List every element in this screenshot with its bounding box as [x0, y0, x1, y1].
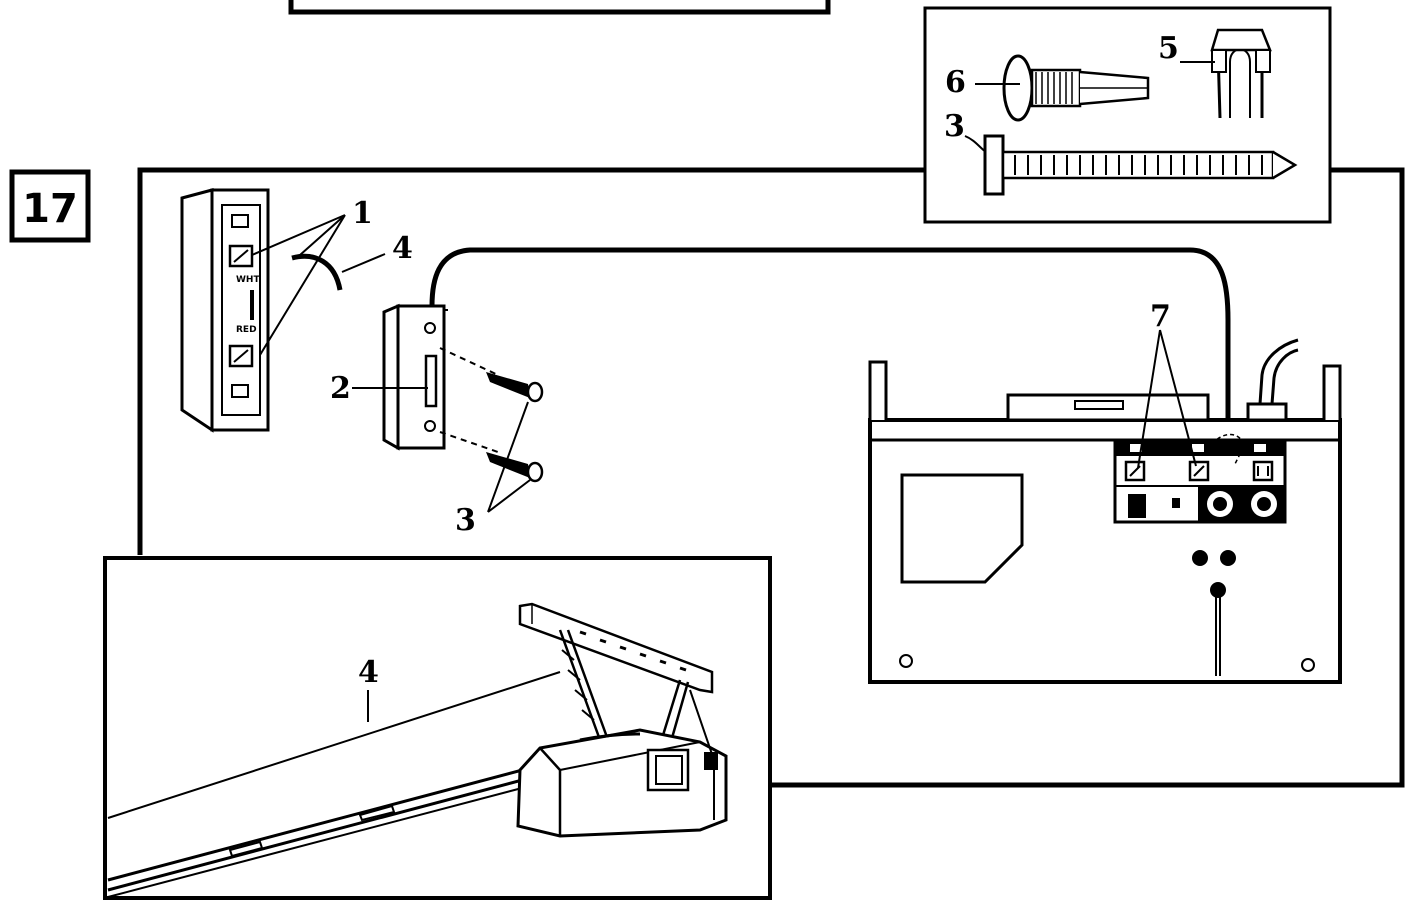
wht-label: WHT: [236, 275, 260, 285]
callout-1-leaders: [251, 214, 346, 356]
callout-5: 5: [1158, 31, 1179, 66]
terminal-screw-bottom: [228, 344, 254, 368]
opener-motor-unit: [516, 728, 728, 838]
callout-4-top: 4: [392, 231, 413, 266]
installed-view-inset: 4: [103, 556, 772, 900]
red-label: RED: [236, 325, 257, 335]
staple: [1210, 28, 1272, 119]
opener-back-panel: [868, 338, 1342, 684]
hardware-inset: 6 5 3: [923, 6, 1332, 224]
mounting-bracket: [518, 602, 714, 694]
long-screw: [983, 134, 1298, 196]
light-lens: [900, 473, 1024, 584]
opener-terminal-1: [1124, 460, 1146, 482]
top-frame-fragment: [288, 0, 831, 15]
hanging-straps: [558, 629, 690, 746]
push-button: [382, 303, 448, 451]
anchor: [1002, 54, 1150, 122]
opener-terminal-2: [1188, 460, 1210, 482]
callout-4-bottom: 4: [358, 655, 379, 690]
terminal-screw-top: [228, 244, 254, 268]
callout-7: 7: [1150, 299, 1171, 334]
callout-3: 3: [455, 503, 476, 538]
terminal-block: [1113, 433, 1287, 524]
callout-6: 6: [945, 65, 966, 100]
wall-control-base: WHT RED: [180, 188, 270, 433]
power-cord: [1258, 338, 1299, 405]
step-number-box: 17: [9, 169, 91, 243]
bell-wire-ceiling: [107, 671, 715, 820]
step-number: 17: [22, 186, 78, 232]
bell-wire: [429, 247, 1231, 420]
callout-7-leaders: [1137, 329, 1197, 469]
screw-bottom: [486, 452, 544, 483]
rail: [107, 758, 561, 898]
main-panel-frame: [137, 167, 1405, 788]
screw-top: [486, 372, 544, 403]
opener-terminal-3: [1252, 460, 1274, 482]
bell-wire-end: [291, 253, 343, 291]
callout-3-leaders: [487, 401, 531, 513]
callout-1: 1: [352, 196, 373, 231]
callout-2: 2: [330, 371, 351, 406]
callout-3-inset: 3: [944, 109, 965, 144]
